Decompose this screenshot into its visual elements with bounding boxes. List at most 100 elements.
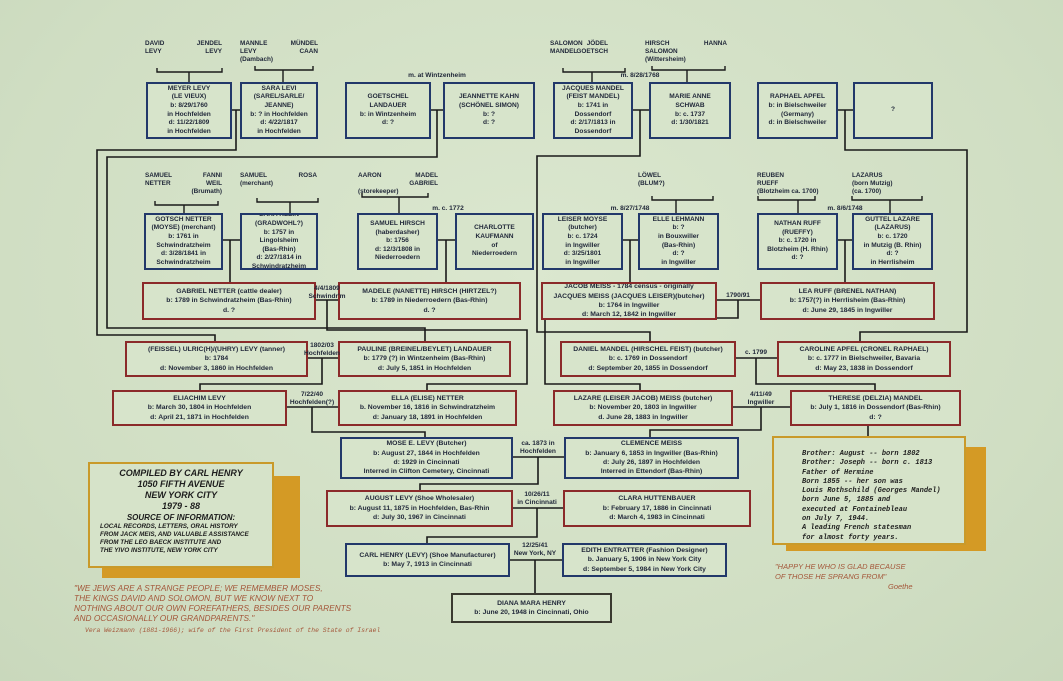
person-name: JACQUES MANDEL [562,84,624,92]
person-detail: d: ? [381,119,395,127]
parent-name-line: LEVY [240,48,257,55]
person-detail: b: March 30, 1804 in Hochfelden [147,404,252,412]
person-detail: (Bas-Rhin) [262,245,296,253]
person-name: CHARLOTTE [474,224,515,232]
parent-label-aaron: AARON(storekeeper) [358,172,399,196]
person-detail: b: February 17, 1886 in Cincinnati [602,504,712,512]
parent-name-line: SALOMON [550,40,583,47]
weizmann-attribution: Vera Weizmann (1881-1966); wife of the F… [85,627,381,634]
person-detail: in Ingwiller [661,258,696,266]
person-detail: in Hochfelden [167,127,211,135]
person-detail: d: ? [869,413,882,421]
parent-label-samuel: SAMUEL(merchant) [240,172,273,188]
parent-name-line: HIRSCH [645,40,670,47]
parent-name-line: MANDEL [550,48,578,55]
person-detail: b: 1784 [204,355,229,363]
marriage-text: 4/4/1809 [314,285,340,292]
parent-bracket [256,198,319,213]
person-detail: b: August 27, 1844 in Hochfelden [373,449,480,457]
person-detail: d: September 20, 1855 in Dossendorf [588,364,708,372]
person-detail: Schwindratzheim [156,241,211,249]
person-detail: Niederroedern [471,250,518,258]
marriage-label: m. 8/28/1768 [610,72,670,80]
person-name: (FEISSEL) ULRIC(H)/(UHRY) LEVY (tanner) [147,345,286,353]
person-name: CARL HENRY (LEVY) (Shoe Manufacturer) [359,551,496,559]
connector [96,109,240,341]
compiled-line: SOURCE OF INFORMATION: [126,513,236,522]
connector [735,357,876,390]
person-detail: d: ? [482,119,496,127]
marriage-text: c. 1799 [745,349,767,356]
marriage-text: ca. 1873 in [521,440,555,447]
person-detail: (Bas-Rhin) [661,241,696,249]
parent-bracket [361,193,429,213]
person-box-lea: LEA RUFF (BRENEL NATHAN)b: 1757(?) in He… [760,282,935,320]
parent-name-line: SALOMON [645,48,678,55]
parent-label-rosa: ROSA [299,172,317,180]
person-name: GOTSCH NETTER [155,215,212,223]
person-name: MOSE E. LEVY (Butcher) [386,440,467,448]
parent-name-line: CAAN [299,48,318,55]
person-detail: JACQUES MEISS (JACQUES LEISER)(butcher) [553,292,705,300]
person-name: LAZARE (LEISER JACOB) MEISS (butcher) [573,394,713,402]
person-detail: (butcher) [568,224,597,232]
parent-name-line: WEIL [206,180,222,187]
person-name: NATHAN RUFF [774,220,821,228]
person-detail: in Bouxwiller [657,232,700,240]
person-detail: b: 1757 in [263,228,295,236]
connector [199,357,338,390]
parent-bracket [156,68,223,82]
person-name: MARIE ANNE [669,93,711,101]
person-detail: in Hochfelden [257,127,301,135]
person-detail: d: July 5, 1851 in Hochfelden [377,364,472,372]
person-detail: in Ingwiller [565,241,600,249]
person-box-feissel: (FEISSEL) ULRIC(H)/(UHRY) LEVY (tanner) b… [125,341,308,377]
person-detail: Schwindratzheim [251,262,307,270]
parent-bracket [851,196,923,213]
quote-line: THE KINGS DAVID AND SOLOMON, BUT WE KNOW… [74,593,314,603]
person-detail: (LAZARUS) [874,224,911,232]
person-detail: Interred in Clifton Cemetery, Cincinnati [363,468,490,476]
person-name: JACOB MEISS - 1784 census - originally [564,283,694,291]
note-line: Brother: Joseph -- born c. 1813 [802,459,933,468]
person-detail: d. ? [222,306,236,314]
person-name: ELLA (ELISE) NETTER [391,394,464,402]
note-line: executed at Fontainebleau [802,505,908,514]
parent-name-line: RUEFF [757,180,779,187]
parent-label-lowel: LÖWEL(BLUM?) [638,172,665,188]
note-line: Father of Hermine [802,468,874,477]
person-detail: b: January 6, 1853 in Ingwiller (Bas-Rhi… [585,449,718,457]
person-detail: b. November 16, 1816 in Schwindratzheim [359,404,496,412]
person-detail: b: in Wintzenheim [359,110,417,118]
person-detail: d: in Bielschweiler [768,119,827,127]
person-detail: Dossendorf [574,110,612,118]
marriage-label: m. 8/27/1748 [600,205,660,213]
person-name: JEANNETTE KAHN [458,93,520,101]
connector [419,456,564,490]
parent-name-line: (storekeeper) [358,188,399,195]
marriage-text: m. c. 1772 [432,205,464,212]
person-detail: d: January 18, 1891 in Hochfelden [372,413,483,421]
person-box-gabriel: GABRIEL NETTER (cattle dealer)b: 1789 in… [142,282,316,320]
compiled-line: COMPILED BY CARL HENRY [119,468,243,478]
person-box-carl: CARL HENRY (LEVY) (Shoe Manufacturer) b: … [345,543,510,577]
parent-name-line: MÜNDEL [290,40,318,47]
parent-name-line: LAZARUS [852,172,883,179]
person-detail: (RUEFFY) [782,228,813,236]
person-detail: Niederroedern [374,254,421,262]
marriage-text: 7/22/40 [301,391,323,398]
person-detail: b: 8/29/1760 [170,101,208,109]
person-detail: b: May 7, 1913 in Cincinnati [383,561,472,568]
person-detail: Schwindratzheim [156,258,211,266]
person-name: GOETSCHEL [367,93,409,101]
